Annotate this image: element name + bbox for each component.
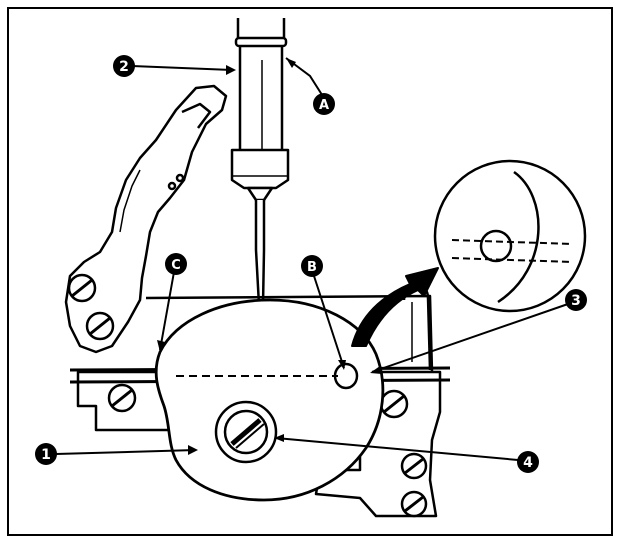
callout-1: 1 <box>35 443 57 465</box>
callout-b: B <box>301 255 323 277</box>
base-screw-bottom-2-icon <box>400 490 428 518</box>
callout-a: A <box>313 93 335 115</box>
callout-4: 4 <box>517 451 539 473</box>
hook-hole-b <box>333 362 359 390</box>
callout-3-label: 3 <box>571 293 581 309</box>
callout-1-label: 1 <box>41 447 51 463</box>
thick-curved-arrow-icon <box>351 267 439 347</box>
callout-a-label: A <box>319 98 329 113</box>
callout-c: C <box>165 253 187 275</box>
callout-c-label: C <box>171 258 181 273</box>
hook-set-screw-icon <box>214 400 278 464</box>
base-screw-left-icon <box>107 383 137 413</box>
callout-2: 2 <box>113 55 135 77</box>
callout-2-label: 2 <box>119 59 129 75</box>
bracket-screw-upper-icon <box>67 273 97 303</box>
diagram-frame <box>7 7 613 536</box>
leader-lines <box>55 57 569 461</box>
presser-foot-bracket <box>64 84 228 354</box>
callout-b-label: B <box>307 260 317 275</box>
callout-4-label: 4 <box>523 455 533 471</box>
leader-arrowheads <box>157 58 382 455</box>
callout-3: 3 <box>565 289 587 311</box>
rotary-hook <box>154 298 385 502</box>
detail-magnifier <box>433 159 587 313</box>
bracket-screw-lower-icon <box>85 311 115 341</box>
base-screw-bottom-1-icon <box>400 452 428 480</box>
base-screw-right-icon <box>379 389 409 419</box>
needle-bar <box>230 18 290 362</box>
